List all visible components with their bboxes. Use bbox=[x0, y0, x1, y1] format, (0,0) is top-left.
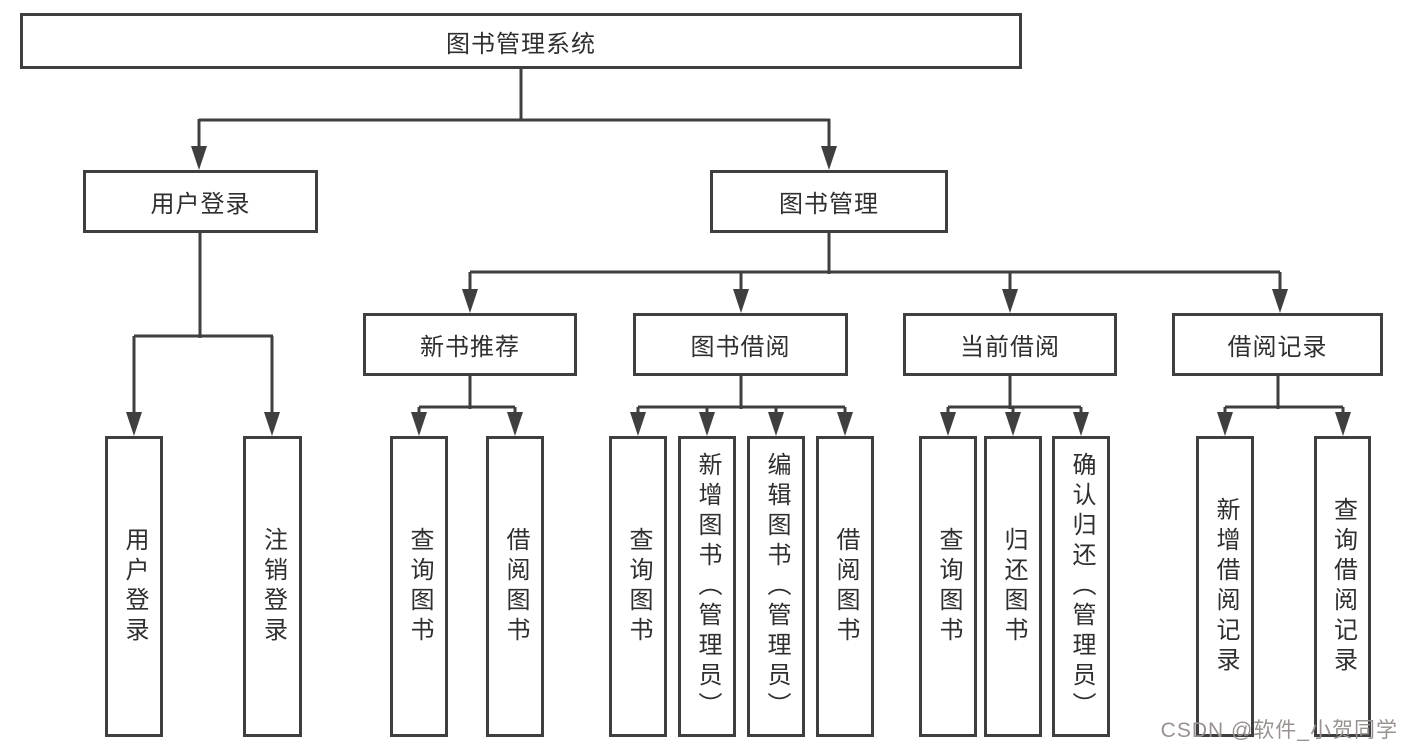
node-br-query: 查询借阅记录 bbox=[1314, 436, 1371, 737]
node-bb-borrow: 借阅图书 bbox=[816, 436, 874, 737]
node-borrow-record-label: 借阅记录 bbox=[1227, 334, 1328, 361]
connector-borrow-record-stem bbox=[1276, 376, 1280, 409]
node-login-leaf-label: 用户登录 bbox=[121, 526, 148, 647]
connector-root-stem bbox=[519, 69, 523, 121]
arrow-down-icon bbox=[940, 412, 956, 436]
node-nbr-borrow-label: 借阅图书 bbox=[502, 526, 529, 647]
node-nbr-query-label: 查询图书 bbox=[406, 526, 433, 647]
node-bb-borrow-label: 借阅图书 bbox=[832, 526, 859, 647]
arrow-down-icon bbox=[1005, 412, 1021, 436]
connector-to-cb-return bbox=[1011, 407, 1015, 415]
node-cb-return: 归还图书 bbox=[984, 436, 1042, 737]
connector-to-borrow-record bbox=[1278, 272, 1282, 291]
node-book-borrow: 图书借阅 bbox=[633, 313, 848, 376]
node-logout-leaf: 注销登录 bbox=[243, 436, 302, 737]
node-bb-query-label: 查询图书 bbox=[625, 526, 652, 647]
arrow-down-icon bbox=[264, 412, 280, 436]
connector-to-nbr-borrow bbox=[513, 407, 517, 415]
connector-to-new-book-rec bbox=[468, 272, 472, 291]
arrow-down-icon bbox=[462, 289, 478, 313]
node-book-mgmt: 图书管理 bbox=[710, 170, 948, 233]
node-user-login: 用户登录 bbox=[83, 170, 318, 233]
node-root-label: 图书管理系统 bbox=[446, 30, 596, 58]
connector-to-br-query bbox=[1341, 407, 1345, 415]
connector-current-borrow-stem bbox=[1008, 376, 1012, 409]
node-new-book-rec-label: 新书推荐 bbox=[420, 334, 520, 361]
connector-to-cb-query bbox=[946, 407, 950, 415]
arrow-down-icon bbox=[411, 412, 427, 436]
connector-book-mgmt-stem bbox=[827, 233, 831, 274]
node-nbr-borrow: 借阅图书 bbox=[486, 436, 544, 737]
arrow-down-icon bbox=[1335, 412, 1351, 436]
connector-user-login-stem bbox=[198, 233, 202, 338]
node-root: 图书管理系统 bbox=[20, 13, 1022, 69]
connector-current-borrow-crossbar bbox=[948, 405, 1081, 409]
node-cb-return-label: 归还图书 bbox=[1000, 526, 1027, 647]
connector-new-book-rec-crossbar bbox=[419, 405, 515, 409]
node-br-query-label: 查询借阅记录 bbox=[1329, 496, 1357, 677]
connector-new-book-rec-stem bbox=[468, 376, 472, 409]
connector-to-bb-add bbox=[705, 407, 709, 415]
node-bb-add: 新增图书（管理员） bbox=[678, 436, 736, 737]
arrow-down-icon bbox=[1217, 412, 1233, 436]
node-current-borrow-label: 当前借阅 bbox=[960, 334, 1060, 361]
arrow-down-icon bbox=[837, 412, 853, 436]
arrow-down-icon bbox=[126, 412, 142, 436]
connector-to-nbr-query bbox=[417, 407, 421, 415]
node-cb-confirm-label: 确认归还（管理员） bbox=[1068, 451, 1095, 722]
connector-to-bb-borrow bbox=[843, 407, 847, 415]
arrow-down-icon bbox=[191, 146, 207, 170]
connector-root-crossbar bbox=[199, 118, 830, 122]
connector-root-to-user-login bbox=[197, 119, 201, 149]
arrow-down-icon bbox=[630, 412, 646, 436]
node-cb-query-label: 查询图书 bbox=[935, 526, 962, 647]
node-br-add: 新增借阅记录 bbox=[1196, 436, 1254, 737]
node-user-login-label: 用户登录 bbox=[150, 191, 251, 218]
connector-to-book-borrow bbox=[739, 272, 743, 291]
arrow-down-icon bbox=[733, 289, 749, 313]
arrow-down-icon bbox=[1272, 289, 1288, 313]
connector-borrow-record-crossbar bbox=[1225, 405, 1343, 409]
node-br-add-label: 新增借阅记录 bbox=[1212, 496, 1239, 677]
node-nbr-query: 查询图书 bbox=[390, 436, 448, 737]
arrow-down-icon bbox=[1002, 289, 1018, 313]
node-bb-add-label: 新增图书（管理员） bbox=[694, 451, 721, 722]
connector-to-current-borrow bbox=[1008, 272, 1012, 291]
arrow-down-icon bbox=[507, 412, 523, 436]
connector-to-logout-leaf bbox=[270, 336, 274, 414]
node-book-borrow-label: 图书借阅 bbox=[690, 334, 791, 361]
node-logout-leaf-label: 注销登录 bbox=[259, 526, 287, 647]
node-current-borrow: 当前借阅 bbox=[903, 313, 1117, 376]
connector-user-login-crossbar bbox=[134, 334, 273, 338]
connector-to-cb-confirm bbox=[1079, 407, 1083, 415]
arrow-down-icon bbox=[768, 412, 784, 436]
node-new-book-rec: 新书推荐 bbox=[363, 313, 577, 376]
node-bb-query: 查询图书 bbox=[609, 436, 667, 737]
node-bb-edit: 编辑图书（管理员） bbox=[747, 436, 805, 737]
connector-root-to-book-mgmt bbox=[827, 119, 831, 149]
watermark: CSDN @软件_小贺同学 bbox=[1160, 719, 1398, 742]
arrow-down-icon bbox=[821, 146, 837, 170]
node-cb-query: 查询图书 bbox=[919, 436, 977, 737]
connector-to-br-add bbox=[1223, 407, 1227, 415]
node-borrow-record: 借阅记录 bbox=[1172, 313, 1383, 376]
node-login-leaf: 用户登录 bbox=[105, 436, 163, 737]
connector-to-bb-edit bbox=[774, 407, 778, 415]
arrow-down-icon bbox=[699, 412, 715, 436]
arrow-down-icon bbox=[1073, 412, 1089, 436]
node-book-mgmt-label: 图书管理 bbox=[779, 191, 879, 218]
connector-book-mgmt-crossbar bbox=[470, 270, 1280, 274]
connector-to-bb-query bbox=[636, 407, 640, 415]
node-bb-edit-label: 编辑图书（管理员） bbox=[763, 451, 790, 722]
connector-book-borrow-stem bbox=[739, 376, 743, 409]
node-cb-confirm: 确认归还（管理员） bbox=[1052, 436, 1110, 737]
connector-book-borrow-crossbar bbox=[638, 405, 845, 409]
connector-to-login-leaf bbox=[132, 336, 136, 414]
